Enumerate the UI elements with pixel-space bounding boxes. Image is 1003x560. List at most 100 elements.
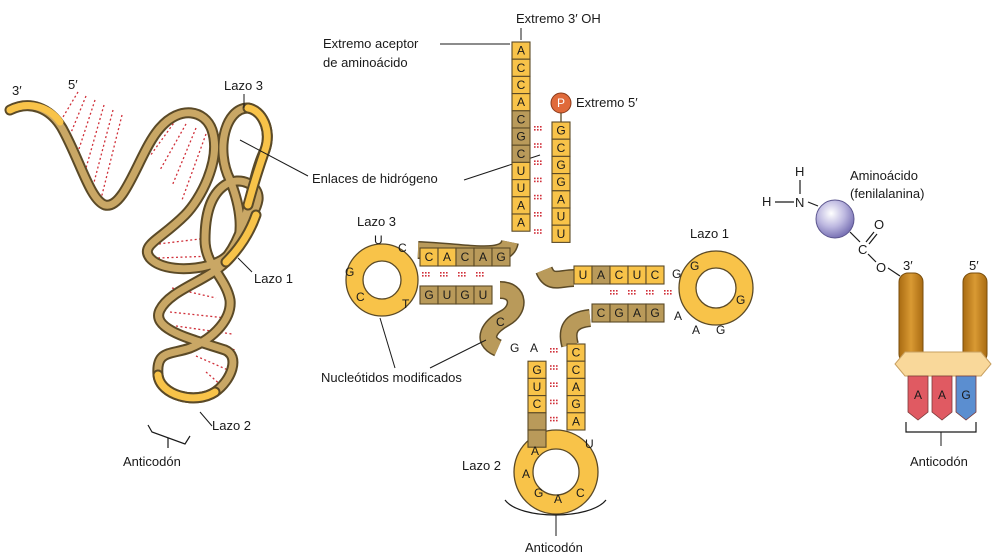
anticodon-stem-left-nt-letter: G: [532, 363, 541, 377]
d-arm-hbond: [458, 275, 460, 277]
acceptor-arm-3prime: [898, 272, 924, 364]
anticodon-hbond: [556, 419, 558, 422]
anticodon-base-letter: G: [961, 388, 970, 402]
modified-nucleotides-label: Nucleótidos modificados: [321, 370, 462, 385]
anticodon-stem-right-nt-cell: [566, 412, 586, 431]
ribbon-loop1-label: Lazo 1: [254, 271, 293, 286]
anticodon-hbond: [553, 402, 555, 405]
cloverleaf-anticodon-label: Anticodón: [525, 540, 583, 555]
acceptor-hbond: [534, 160, 536, 162]
acceptor-hbond: [537, 215, 539, 217]
acceptor-3prime-nt-letter: G: [516, 130, 525, 144]
ribbon-anticodon-label: Anticodón: [123, 454, 181, 469]
d-arm-hbond: [428, 272, 430, 274]
acceptor-arm-5prime: [962, 272, 988, 364]
t-arm-hbond: [610, 290, 612, 292]
anticodon-stem-right-nt-letter: G: [571, 397, 580, 411]
anticodon-hbond: [556, 416, 558, 419]
d-arm-hbond: [446, 275, 448, 277]
d-arm-top-nt-letter: G: [496, 250, 505, 264]
t-arm-hbond: [631, 293, 633, 295]
d-arm-bottom-nt-cell: [473, 285, 493, 305]
acceptor-hbond: [537, 212, 539, 214]
anticodon-hbond: [553, 351, 555, 353]
d-arm-top-nt-letter: C: [425, 250, 434, 264]
anticodon-hbond: [550, 399, 552, 402]
o-link-label: O: [876, 260, 886, 275]
anticodon-loop-nt: U: [585, 437, 594, 451]
acceptor-hbond: [537, 180, 539, 183]
acceptor-hbond: [537, 129, 539, 131]
acceptor-hbond: [537, 177, 539, 180]
t-arm-hbond: [652, 290, 654, 292]
acceptor-3prime-nt-letter: C: [517, 78, 526, 92]
anticodon-stem-left-nt-cell: [527, 412, 547, 431]
d-arm-hbond: [446, 272, 448, 274]
anticodon-hbond: [556, 399, 558, 402]
d-arm-hbond: [482, 272, 484, 274]
d-arm-hbond: [425, 272, 427, 274]
acceptor-hbond: [540, 146, 542, 148]
acceptor-hbond: [540, 163, 542, 165]
anticodon-hbond: [556, 351, 558, 353]
d-loop-nt: U: [374, 233, 383, 247]
t-arm-hbond: [634, 293, 636, 295]
t-arm-hbond: [616, 293, 618, 295]
t-arm-hbond: [628, 293, 630, 295]
amino-acid-label-line2: (fenilalanina): [850, 186, 924, 201]
t-loop-nt: G: [736, 293, 745, 307]
acceptor-hbond: [540, 232, 542, 234]
d-arm-hbond: [479, 272, 481, 274]
acceptor-3prime-nt-letter: A: [517, 44, 525, 58]
anticodon-hbond: [550, 365, 552, 367]
anticodon-base-shape: [907, 375, 929, 421]
d-arm-hbond: [440, 275, 442, 277]
d-arm-top-nt-letter: A: [443, 250, 451, 264]
acceptor-hbond: [534, 126, 536, 128]
d-arm-hbond: [458, 272, 460, 274]
anticodon-hbond: [553, 348, 555, 350]
d-loop-nt: T: [402, 297, 410, 311]
acceptor-hbond: [534, 194, 536, 197]
d-arm-hbond: [476, 275, 478, 277]
d-arm-bottom-nt-letter: U: [443, 288, 452, 302]
t-arm-bottom-nt-letter: G: [614, 306, 623, 320]
anticodon-hbond: [553, 365, 555, 367]
n-label: N: [795, 195, 804, 210]
variable-nt: A: [530, 341, 538, 355]
acceptor-3prime-nt-letter: U: [517, 181, 526, 195]
anticodon-hbond: [553, 419, 555, 422]
anticodon-loop-nt: G: [534, 486, 543, 500]
t-arm-hbond: [664, 290, 666, 292]
t-arm-hbond: [616, 290, 618, 292]
acceptor-hbond: [540, 177, 542, 180]
anticodon-hbond: [556, 368, 558, 370]
d-arm-top-nt-letter: A: [479, 250, 487, 264]
c-label: C: [858, 242, 867, 257]
acceptor-hbond: [537, 143, 539, 145]
anticodon-loop-nt: C: [576, 486, 585, 500]
acceptor-hbond: [537, 197, 539, 200]
d-arm-hbond: [464, 275, 466, 277]
acceptor-hbond: [534, 177, 536, 180]
anticodon-hbond: [550, 351, 552, 353]
t-arm-hbond: [664, 293, 666, 295]
anticodon-stem-left-nt-cell: [527, 429, 547, 448]
loop1-ring: [678, 250, 754, 326]
cloverleaf-loop3-label: Lazo 3: [357, 214, 396, 229]
t-arm-bottom-nt-letter: A: [633, 306, 641, 320]
anticodon-loop-nt: A: [531, 444, 539, 458]
d-arm-hbond: [476, 272, 478, 274]
d-loop-nt: G: [345, 265, 354, 279]
t-arm-top-nt-cell: [645, 265, 665, 285]
anticodon-hbond: [553, 382, 555, 384]
extremo5-label: Extremo 5′: [576, 95, 638, 110]
t-loop-nt: A: [692, 323, 700, 337]
d-arm-hbond: [479, 275, 481, 277]
acceptor-hbond: [537, 160, 539, 162]
acceptor-3prime-nt-letter: A: [517, 198, 525, 212]
acceptor-hbond: [534, 212, 536, 214]
hydrogen-bonds-label: Enlaces de hidrógeno: [312, 171, 438, 186]
acceptor-hbond: [540, 229, 542, 231]
